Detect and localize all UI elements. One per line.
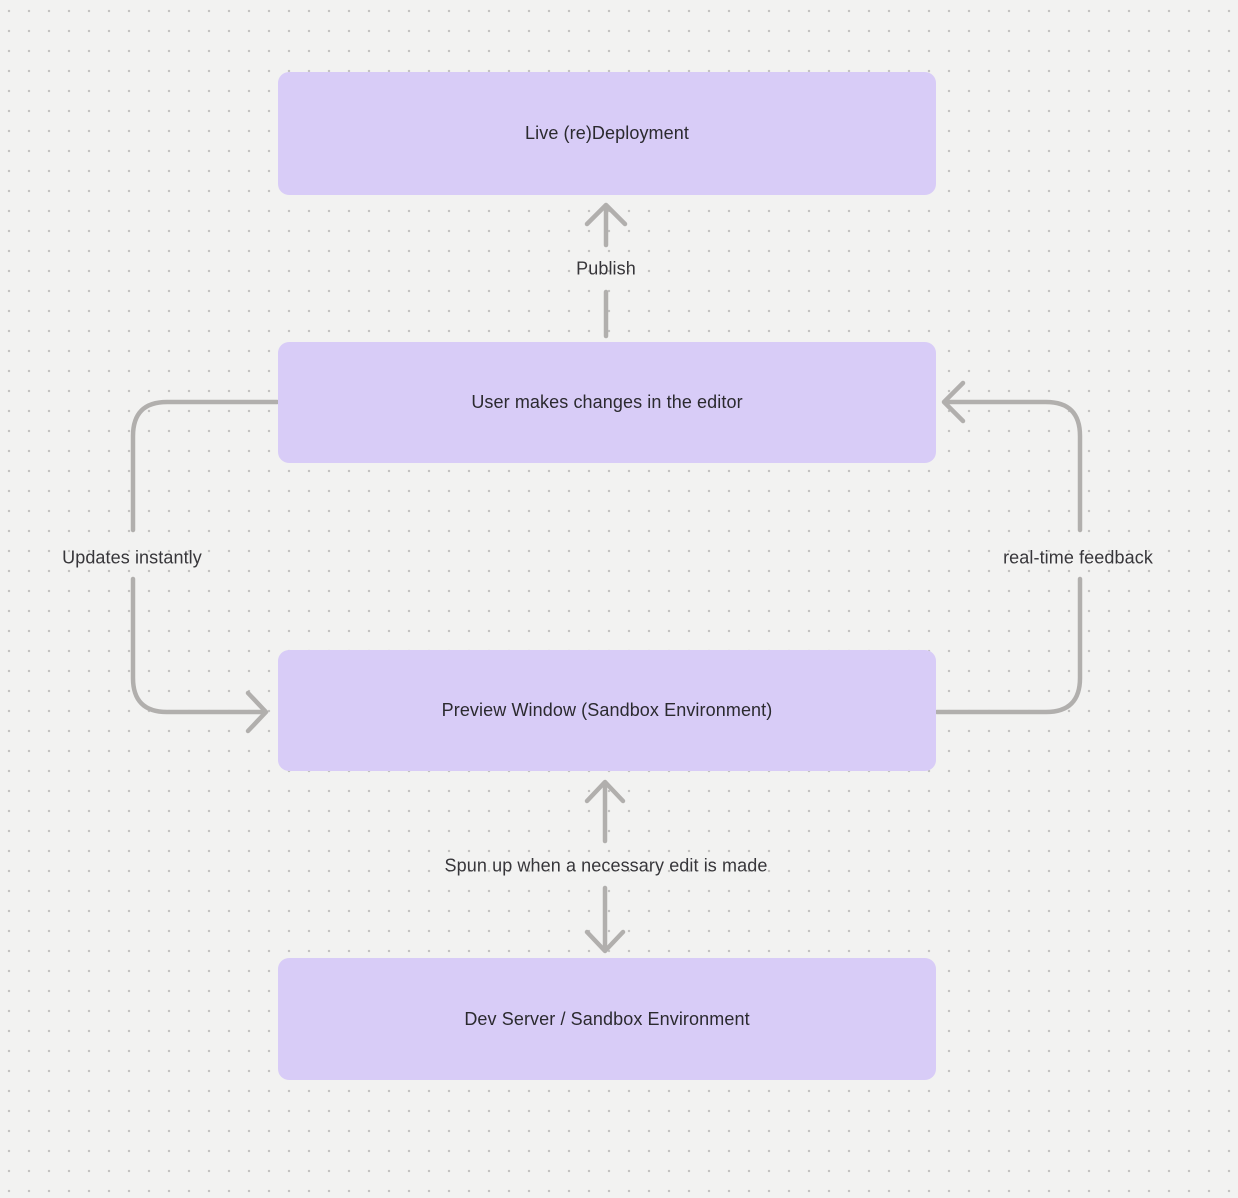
edge-label-spun-up: Spun up when a necessary edit is made	[444, 855, 768, 876]
edge-label-updates-instantly: Updates instantly	[62, 547, 202, 568]
node-live-deployment: Live (re)Deployment	[278, 72, 936, 195]
edge-label-publish: Publish	[576, 258, 636, 279]
edge-label-real-time-feedback: real-time feedback	[1003, 547, 1153, 568]
node-user-makes-changes: User makes changes in the editor	[278, 342, 936, 463]
node-preview-window: Preview Window (Sandbox Environment)	[278, 650, 936, 771]
node-dev-server: Dev Server / Sandbox Environment	[278, 958, 936, 1080]
